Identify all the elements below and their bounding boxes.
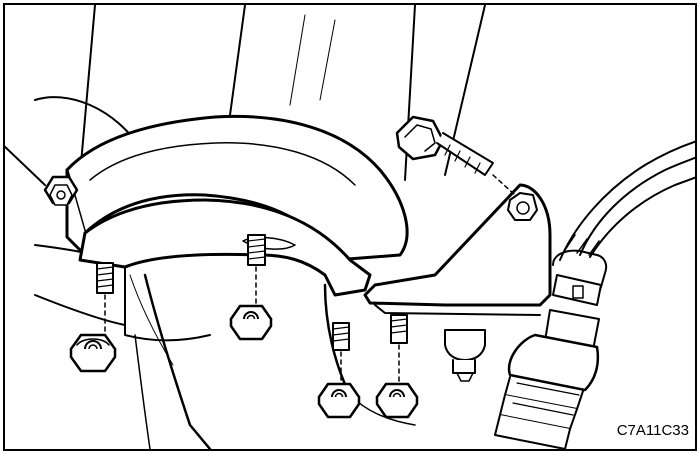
manifold-pipe — [134, 273, 212, 449]
stud-right-a — [332, 322, 350, 384]
bracket-bolt — [395, 115, 516, 196]
manifold-bolt — [43, 175, 79, 206]
flange-nuts — [69, 304, 419, 419]
stud-center — [247, 234, 266, 306]
stud-left — [96, 262, 114, 334]
support-bracket — [363, 183, 552, 316]
bracket-sensor — [444, 329, 486, 382]
nut-4 — [375, 382, 419, 419]
exhaust-manifold-diagram — [5, 5, 695, 449]
nut-3 — [317, 382, 361, 419]
diagram-frame: C7A11C33 — [3, 3, 697, 451]
oxygen-sensor — [494, 249, 608, 449]
figure-code: C7A11C33 — [616, 422, 689, 439]
engine-casting — [5, 5, 486, 366]
sensor-wiring — [559, 140, 695, 261]
stud-right-b — [390, 314, 408, 382]
nut-2 — [229, 304, 273, 341]
nut-1 — [69, 333, 117, 373]
flange-studs — [96, 234, 408, 384]
